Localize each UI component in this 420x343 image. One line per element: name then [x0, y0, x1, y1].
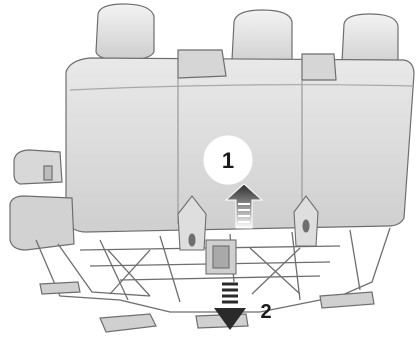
armrest	[14, 150, 62, 184]
foot-front-left	[100, 314, 156, 332]
callout-2-label: 2	[260, 301, 271, 323]
callout-2: 2	[260, 301, 271, 323]
foot-rear-left	[40, 282, 80, 294]
foot-front-right	[320, 292, 374, 308]
headrest-left	[96, 4, 154, 60]
armrest-hinge	[44, 166, 52, 180]
callout-1-label: 1	[222, 148, 234, 173]
callout-1: 1	[204, 136, 252, 184]
seat-cushion	[10, 150, 74, 250]
